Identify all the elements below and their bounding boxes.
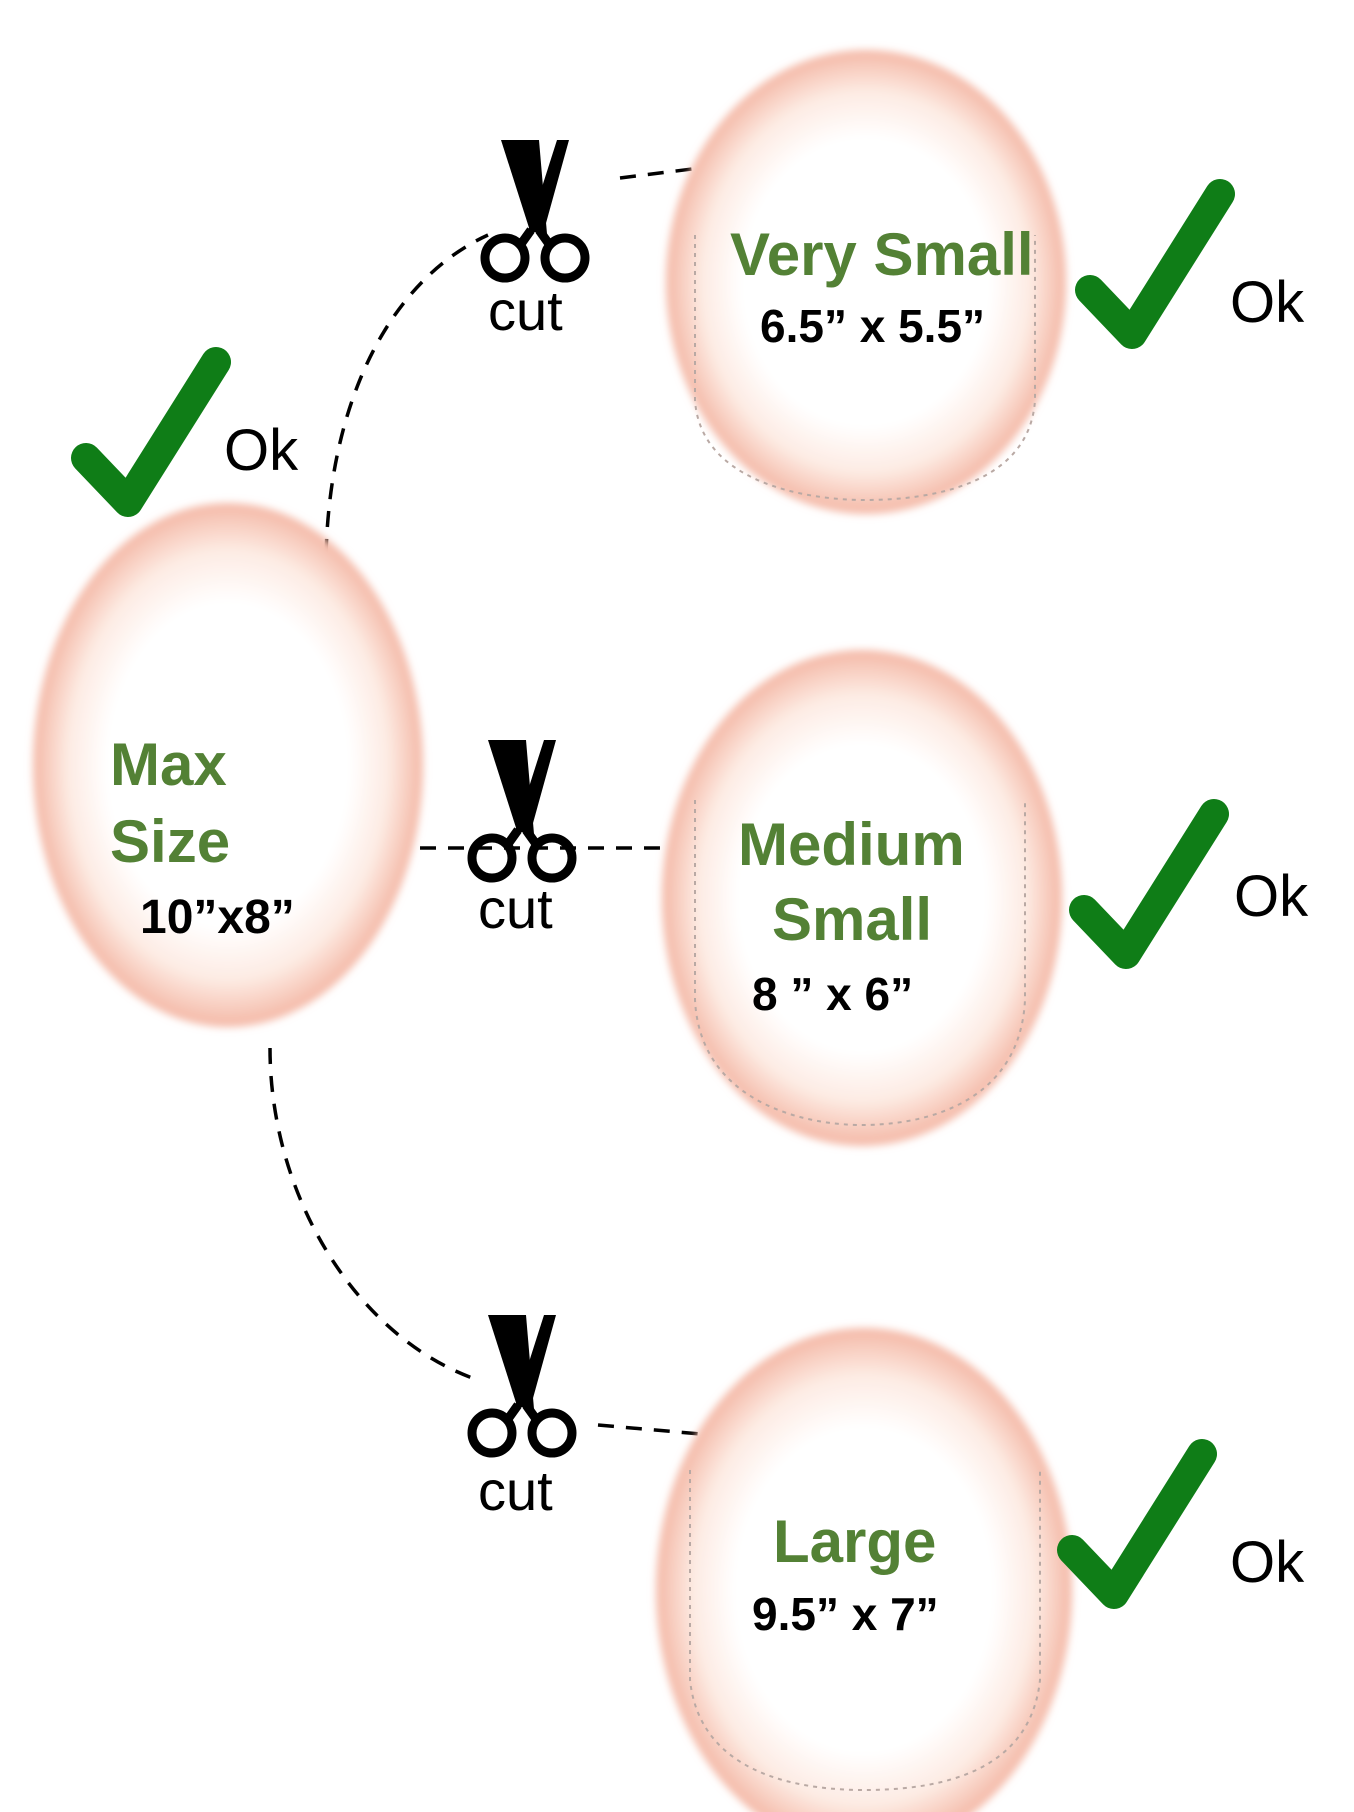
max-size-dimensions: 10”x8”	[140, 891, 295, 944]
large-ok-label: Ok	[1230, 1530, 1305, 1595]
medium-small-label-line2: Small	[772, 886, 932, 953]
very-small-ok-label: Ok	[1230, 270, 1305, 335]
checkmark-icon	[1090, 194, 1220, 334]
max-size-cushion: Max Size 10”x8”	[33, 503, 423, 1027]
medium-small-dimensions: 8 ” x 6”	[752, 968, 913, 1020]
checkmark-icon	[1084, 814, 1214, 954]
scissors-icon	[472, 1315, 572, 1453]
cut-path-top-end	[619, 166, 701, 180]
medium-small-cushion: Medium Small 8 ” x 6”	[662, 650, 1062, 1146]
cut-label-middle: cut	[478, 877, 553, 940]
max-size-label-line2: Size	[110, 808, 230, 875]
cut-path-top	[324, 233, 489, 556]
medium-small-ok-label: Ok	[1234, 864, 1309, 929]
scissors-icon	[485, 140, 585, 278]
max-size-ok-label: Ok	[224, 418, 299, 483]
cut-label-top: cut	[488, 279, 563, 342]
very-small-dimensions: 6.5” x 5.5”	[760, 300, 985, 352]
scissors-icon	[472, 740, 572, 878]
checkmark-icon	[1072, 1454, 1202, 1594]
large-cushion: Large 9.5” x 7”	[656, 1328, 1072, 1812]
very-small-cushion: Very Small 6.5” x 5.5”	[666, 50, 1066, 514]
cut-path-bottom	[268, 1047, 479, 1382]
checkmark-icon	[86, 362, 216, 502]
cut-label-bottom: cut	[478, 1459, 553, 1522]
max-size-label-line1: Max	[110, 731, 227, 798]
medium-small-label-line1: Medium	[738, 811, 965, 878]
cut-path-bottom-end	[597, 1423, 713, 1437]
very-small-label: Very Small	[730, 221, 1034, 288]
large-dimensions: 9.5” x 7”	[752, 1588, 939, 1640]
large-label: Large	[773, 1508, 936, 1575]
